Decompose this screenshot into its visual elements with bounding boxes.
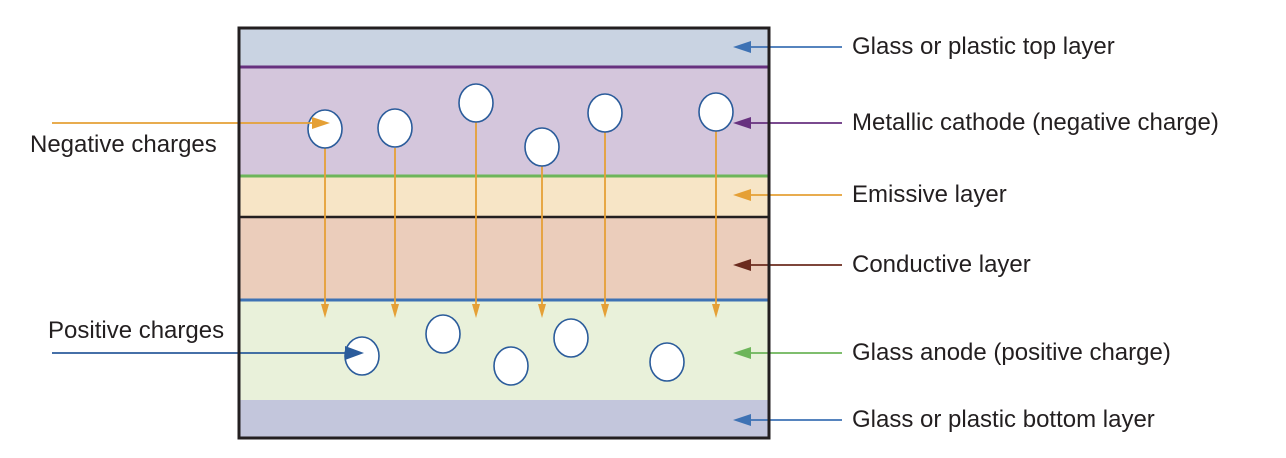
layer-band-emissive — [239, 176, 769, 217]
negative-charge-circle — [524, 127, 560, 167]
migration-arrowhead — [391, 304, 399, 318]
negative-charges-label: Negative charges — [30, 131, 217, 158]
negative-charge-circle — [458, 83, 494, 123]
negative-charge-circles — [307, 83, 734, 167]
negative-pointer-arrowhead — [312, 117, 330, 129]
layer-label-bottom: Glass or plastic bottom layer — [852, 406, 1155, 433]
layer-band-top — [239, 28, 769, 66]
layer-band-conductive — [239, 217, 769, 300]
positive-charge-circle — [553, 318, 589, 358]
positive-charges-label: Positive charges — [48, 317, 225, 344]
positive-charge-circle — [425, 314, 461, 354]
callout-arrowhead-anode — [733, 347, 751, 359]
migration-arrowhead — [321, 304, 329, 318]
diagram-border — [237, 26, 771, 440]
migration-arrowhead — [601, 304, 609, 318]
layer-label-emissive: Emissive layer — [852, 181, 1007, 208]
layer-label-anode: Glass anode (positive charge) — [852, 339, 1171, 366]
layer-band-bottom — [239, 400, 769, 438]
positive-charge-circle — [493, 346, 529, 386]
migration-arrowhead — [538, 304, 546, 318]
charge-migration-arrows — [321, 122, 720, 318]
negative-charge-circle — [377, 108, 413, 148]
callout-arrowhead-cathode — [733, 117, 751, 129]
positive-charge-circles — [344, 314, 685, 386]
callout-arrowhead-conductive — [733, 259, 751, 271]
left-pointer-arrows — [52, 117, 364, 360]
callout-arrowhead-bottom — [733, 414, 751, 426]
negative-charge-circle — [307, 109, 343, 149]
callout-arrowhead-top — [733, 41, 751, 53]
negative-charge-circle — [698, 92, 734, 132]
migration-arrowhead — [472, 304, 480, 318]
migration-arrowhead — [712, 304, 720, 318]
negative-charge-circle — [587, 93, 623, 133]
positive-charge-circle — [649, 342, 685, 382]
layer-label-top: Glass or plastic top layer — [852, 33, 1115, 60]
layer-label-cathode: Metallic cathode (negative charge) — [852, 109, 1219, 136]
layer-label-conductive: Conductive layer — [852, 251, 1031, 278]
layer-callout-arrows — [733, 41, 842, 426]
callout-arrowhead-emissive — [733, 189, 751, 201]
positive-pointer-arrowhead — [345, 346, 364, 360]
